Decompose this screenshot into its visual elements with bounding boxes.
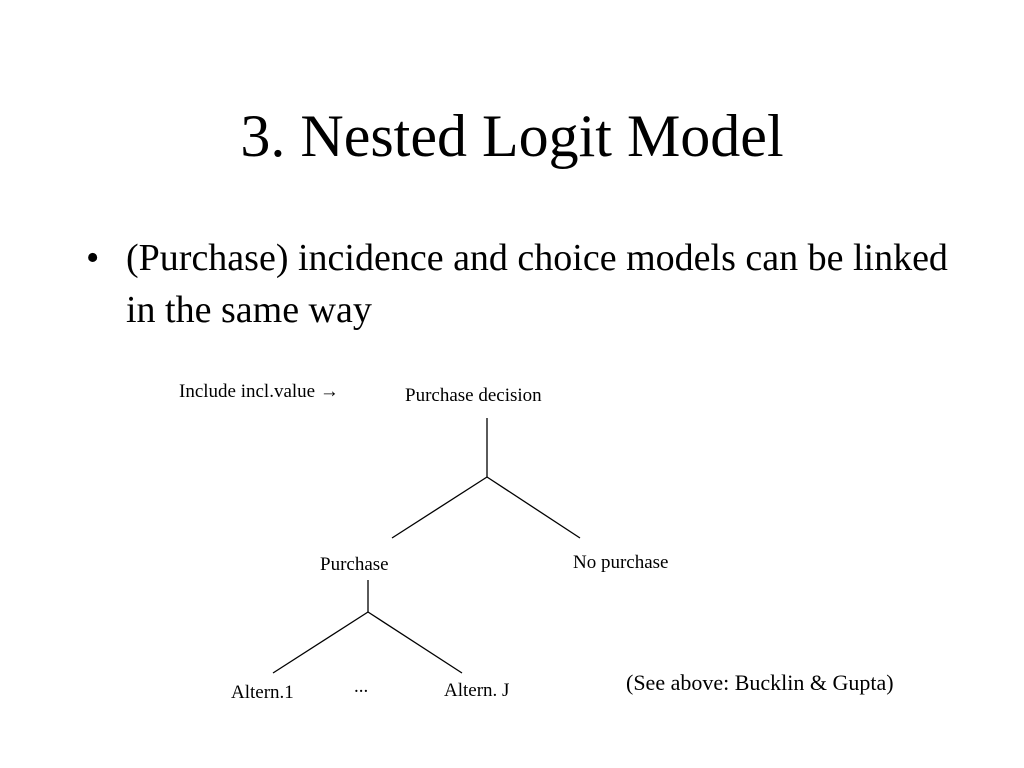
node-purchase: Purchase bbox=[320, 554, 389, 575]
edge-to-no-purchase bbox=[486, 476, 581, 539]
node-altern-j: Altern. J bbox=[444, 680, 510, 701]
node-altern-1: Altern.1 bbox=[231, 682, 294, 703]
node-purchase-decision: Purchase decision bbox=[405, 385, 542, 406]
edge-to-purchase bbox=[391, 476, 488, 539]
slide-title: 3. Nested Logit Model bbox=[240, 103, 784, 169]
bullet-item: • (Purchase) incidence and choice models… bbox=[86, 232, 966, 336]
node-no-purchase: No purchase bbox=[573, 552, 669, 573]
citation: (See above: Bucklin & Gupta) bbox=[626, 670, 894, 695]
bullet-list: • (Purchase) incidence and choice models… bbox=[86, 232, 966, 336]
annotation-label: Include incl.value → bbox=[179, 381, 339, 402]
bullet-icon: • bbox=[86, 237, 100, 279]
node-ellipsis: ... bbox=[354, 676, 369, 697]
edge-to-altern-j bbox=[367, 611, 463, 674]
bullet-text: (Purchase) incidence and choice models c… bbox=[126, 237, 948, 331]
edge-to-altern-1 bbox=[272, 611, 369, 674]
